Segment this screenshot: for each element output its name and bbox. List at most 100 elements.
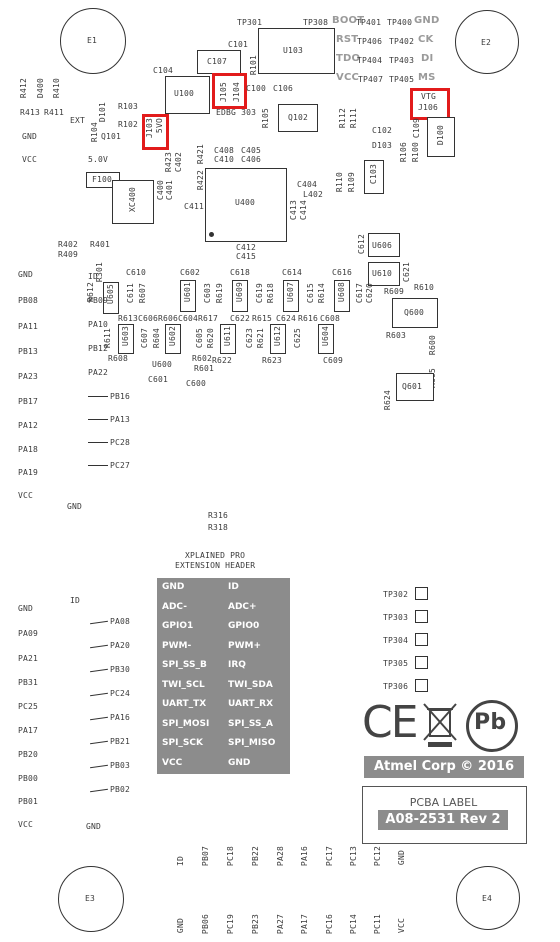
label-r614: R614 (317, 283, 326, 304)
label-q600: Q600 (404, 308, 425, 317)
label-c106: C106 (273, 84, 294, 93)
label-c406: C406 (241, 155, 262, 164)
copyright-label: Atmel Corp © 2016 (364, 756, 524, 778)
test-point-pad (415, 587, 428, 600)
header-pin-right: GND (228, 758, 251, 768)
label-c617: C617 (355, 283, 364, 304)
label-c414: C414 (299, 200, 308, 221)
bottom-pin-label: GND (176, 918, 185, 934)
label-c618: C618 (230, 268, 251, 277)
part-u602 (165, 324, 181, 354)
label-r106: R106 (399, 142, 408, 163)
crystal-xc400 (112, 180, 154, 224)
header-pin-left: TWI_SCL (162, 680, 205, 690)
pin-trace (88, 442, 108, 443)
bottom-pin-label: PB23 (251, 914, 260, 935)
part-u609 (232, 280, 248, 312)
chip-u400 (205, 168, 287, 242)
label-l402: L402 (303, 190, 324, 199)
header-pin-left: SPI_MOSI (162, 719, 210, 729)
label-c606: C606 (138, 314, 159, 323)
pin-label-inner: PB21 (110, 737, 131, 746)
label-r410: R410 (52, 78, 61, 99)
pin-label-inner: PA20 (110, 641, 131, 650)
label-c620: C620 (365, 283, 374, 304)
label-r607: R607 (138, 283, 147, 304)
label-u608: U608 (337, 282, 346, 303)
header-pin-right: UART_RX (228, 699, 274, 709)
header-pin-left: ADC- (162, 602, 187, 612)
label-u609: U609 (235, 282, 244, 303)
label-r401: R401 (90, 240, 111, 249)
header-pin-right: SPI_SS_A (228, 719, 273, 729)
label-di: DI (421, 53, 434, 64)
label-vtg: VTG (421, 92, 437, 101)
part-d100 (427, 117, 455, 157)
label-c614: C614 (282, 268, 303, 277)
label-r601: R601 (194, 364, 215, 373)
label-r103: R103 (118, 102, 139, 111)
pin-label: PA11 (18, 322, 39, 331)
label-f100: F100 (92, 175, 113, 184)
label-r608: R608 (108, 354, 129, 363)
label-rst: RST (336, 34, 359, 45)
label-r422: R422 (196, 170, 205, 191)
label-u611: U611 (223, 326, 232, 347)
pin-label: PB00 (18, 774, 39, 783)
pin-trace (90, 644, 108, 649)
label-r623: R623 (262, 356, 283, 365)
label-u103: U103 (283, 46, 304, 55)
label-c605: C605 (195, 328, 204, 349)
label-r110: R110 (335, 172, 344, 193)
mounting-hole-e4 (456, 866, 520, 930)
part-u601 (180, 280, 196, 312)
label-d400: D400 (36, 78, 45, 99)
label-u602: U602 (168, 326, 177, 347)
pin-label-inner: PB03 (110, 761, 131, 770)
pcba-label-box (362, 786, 527, 844)
label-c622: C622 (230, 314, 251, 323)
label-c412: C412 (236, 243, 257, 252)
label-d101: D101 (98, 102, 107, 123)
bottom-pin-label: PA27 (276, 914, 285, 935)
label-c103: C103 (369, 164, 378, 185)
label-c611: C611 (126, 283, 135, 304)
bottom-pin-label: PA16 (300, 846, 309, 867)
label-r610: R610 (414, 283, 435, 292)
label-u600: U600 (152, 360, 173, 369)
label-r412: R412 (19, 78, 28, 99)
label-c404: C404 (297, 180, 318, 189)
label-q101: Q101 (101, 132, 122, 141)
label-c101: C101 (228, 40, 249, 49)
label-c602: C602 (180, 268, 201, 277)
pin-label-inner: ID (88, 272, 99, 281)
label-c410: C410 (214, 155, 235, 164)
pin-label: PB20 (18, 750, 39, 759)
header-pin-right: TWI_SDA (228, 680, 273, 690)
label-c601: C601 (148, 375, 169, 384)
header-pin-left: GND (162, 582, 185, 592)
test-point-label: TP304 (383, 636, 409, 645)
header-pin-right: ADC+ (228, 602, 257, 612)
label-r604: R604 (152, 328, 161, 349)
pin-label-inner: PA13 (110, 415, 131, 424)
label-c402: C402 (174, 152, 183, 173)
pin-label-inner: PB09 (88, 296, 109, 305)
label-c615: C615 (306, 283, 315, 304)
pin-label-inner: PB02 (110, 785, 131, 794)
bottom-pin-label: PC16 (325, 914, 334, 935)
highlight-j103 (142, 114, 169, 150)
label-tp402: TP402 (389, 37, 415, 46)
part-c103 (364, 160, 384, 194)
label-q102: Q102 (288, 113, 309, 122)
pin-label-inner: ID (70, 596, 81, 605)
bottom-pin-label: PC11 (373, 914, 382, 935)
label-ms: MS (418, 72, 436, 83)
label-tp407: TP407 (358, 75, 384, 84)
label-c607: C607 (140, 328, 149, 349)
pin-trace (90, 692, 108, 697)
mounting-hole-e3 (58, 866, 124, 932)
part-u603 (118, 324, 134, 354)
label-u607: U607 (286, 282, 295, 303)
header-pin-left: SPI_SS_B (162, 660, 207, 670)
